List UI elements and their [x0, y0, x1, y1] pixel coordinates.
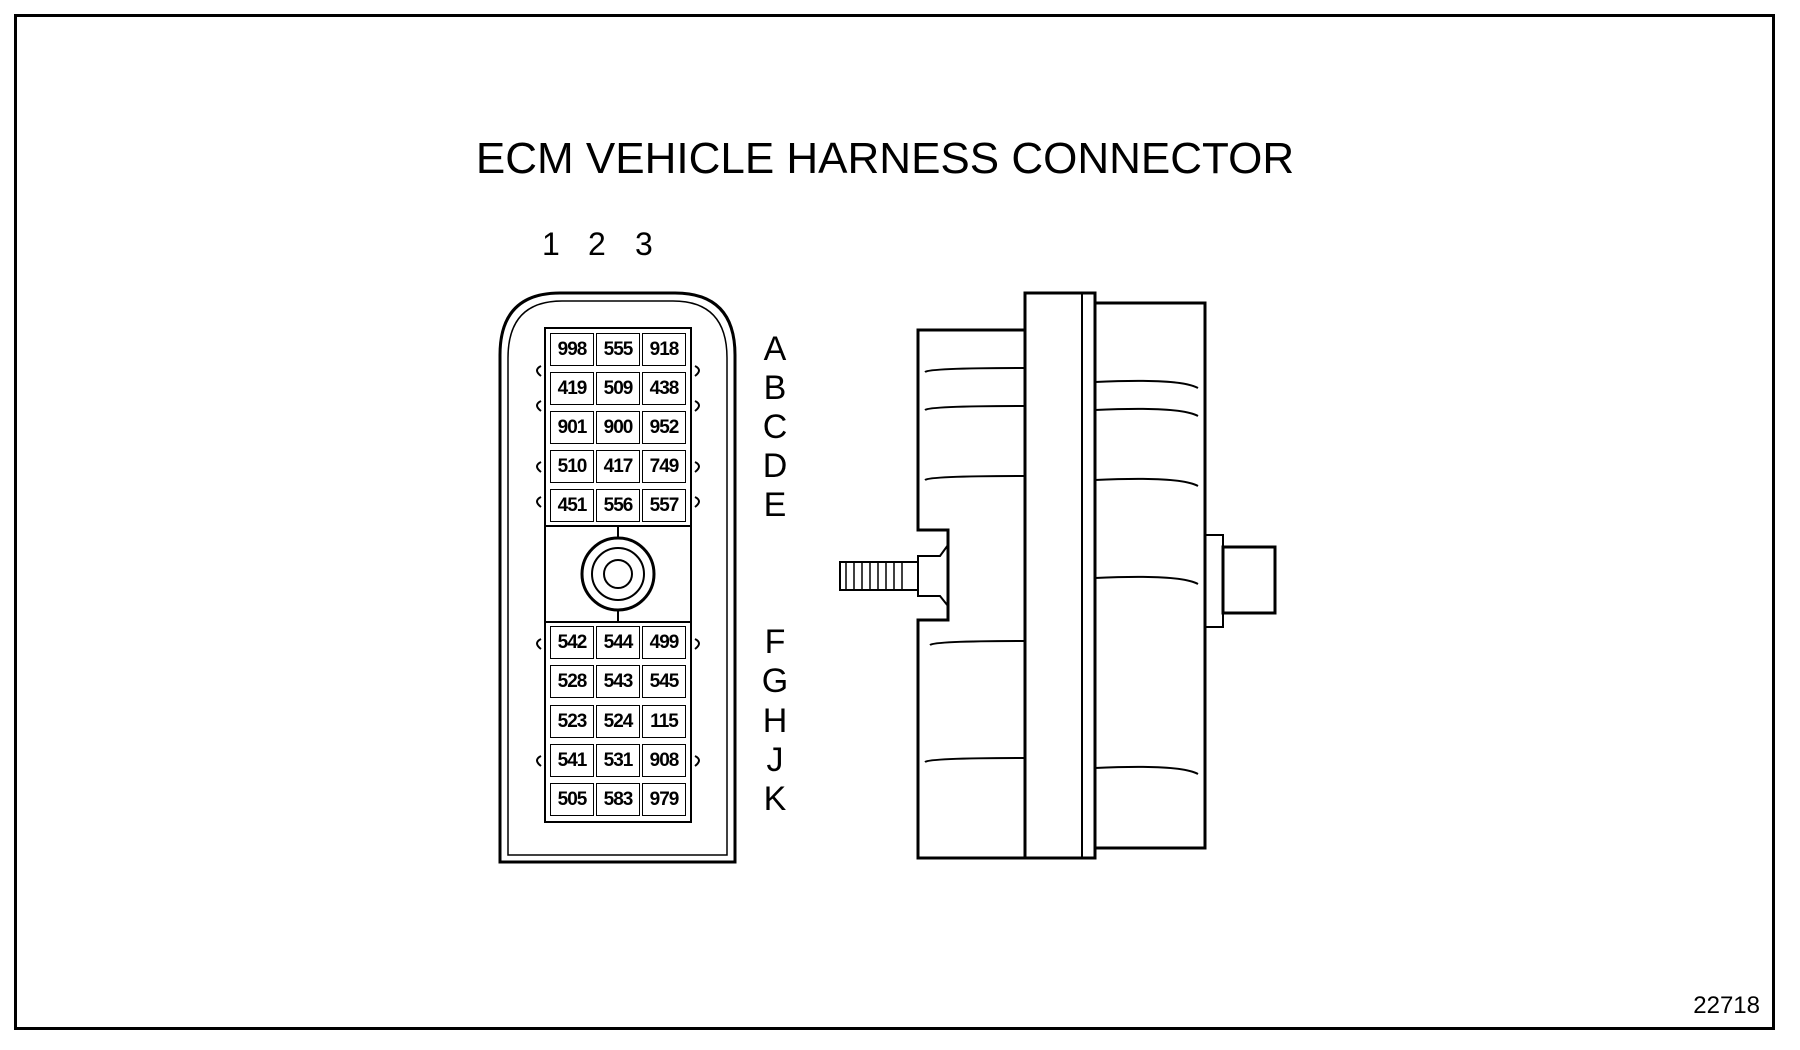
- pin-e3: 557: [642, 489, 686, 522]
- pin-e1: 451: [550, 489, 594, 522]
- row-label-e: E: [763, 486, 787, 524]
- row-label-d: D: [762, 447, 788, 485]
- pin-a3: 918: [642, 333, 686, 366]
- pin-j3: 908: [642, 744, 686, 777]
- pin-h2: 524: [596, 705, 640, 738]
- pin-e2: 556: [596, 489, 640, 522]
- pin-c3: 952: [642, 411, 686, 444]
- pin-g1: 528: [550, 665, 594, 698]
- figure-number: 22718: [1693, 992, 1760, 1019]
- diagram-frame: [14, 14, 1775, 1030]
- pin-k3: 979: [642, 783, 686, 816]
- pin-c2: 900: [596, 411, 640, 444]
- pin-b2: 509: [596, 372, 640, 405]
- pin-g2: 543: [596, 665, 640, 698]
- row-label-f: F: [764, 623, 786, 661]
- row-label-g: G: [761, 662, 789, 700]
- pin-d1: 510: [550, 450, 594, 483]
- pin-g3: 545: [642, 665, 686, 698]
- pin-f1: 542: [550, 626, 594, 659]
- pin-b1: 419: [550, 372, 594, 405]
- pin-d3: 749: [642, 450, 686, 483]
- pin-f2: 544: [596, 626, 640, 659]
- row-label-b: B: [763, 369, 787, 407]
- row-label-h: H: [762, 702, 788, 740]
- column-labels: 1 2 3: [540, 226, 700, 266]
- column-label-3: 3: [635, 226, 653, 262]
- pin-k2: 583: [596, 783, 640, 816]
- row-label-j: J: [766, 741, 784, 779]
- pin-h3: 115: [642, 705, 686, 738]
- row-label-a: A: [763, 330, 787, 368]
- column-label-2: 2: [588, 226, 606, 262]
- pin-f3: 499: [642, 626, 686, 659]
- pin-a2: 555: [596, 333, 640, 366]
- column-label-1: 1: [542, 226, 560, 262]
- row-label-c: C: [762, 408, 788, 446]
- pin-j2: 531: [596, 744, 640, 777]
- pin-d2: 417: [596, 450, 640, 483]
- pin-c1: 901: [550, 411, 594, 444]
- row-label-k: K: [763, 780, 787, 818]
- pin-h1: 523: [550, 705, 594, 738]
- pin-k1: 505: [550, 783, 594, 816]
- connector-face: [498, 291, 737, 864]
- pin-a1: 998: [550, 333, 594, 366]
- connector-side-view: [839, 291, 1277, 860]
- diagram-title: ECM VEHICLE HARNESS CONNECTOR: [475, 134, 1295, 183]
- pin-b3: 438: [642, 372, 686, 405]
- pin-j1: 541: [550, 744, 594, 777]
